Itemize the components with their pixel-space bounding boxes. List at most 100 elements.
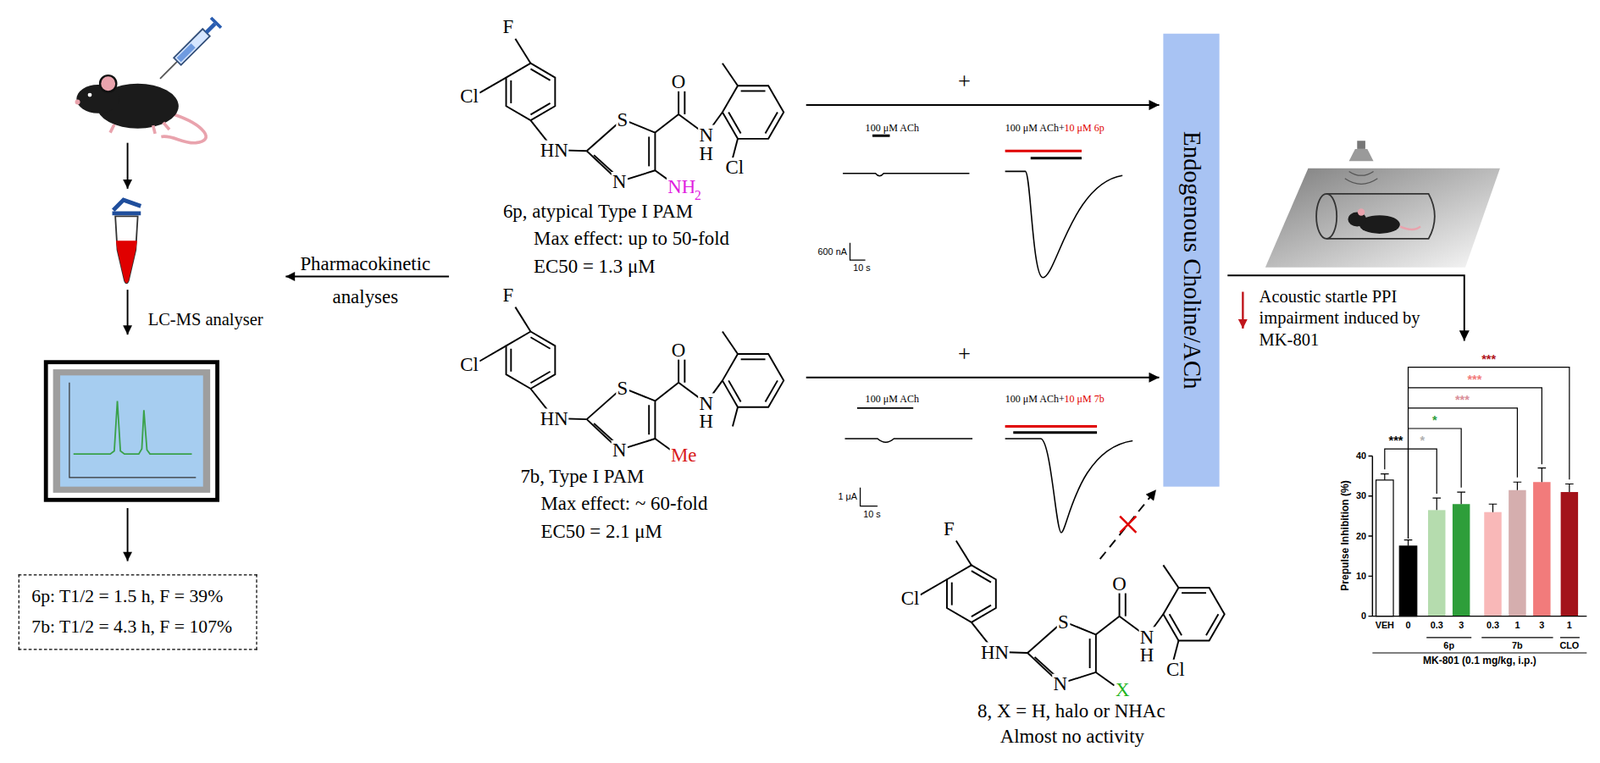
edge-label: + xyxy=(957,341,971,367)
text-label: 600 nA xyxy=(818,246,848,257)
text-label: 7b xyxy=(1511,641,1523,652)
text-label: 20 xyxy=(1356,531,1367,542)
lcms-screen xyxy=(45,362,217,501)
text-label: CLO xyxy=(1559,641,1579,652)
connector-arrow xyxy=(1100,489,1157,560)
atom-label: S xyxy=(1057,611,1070,632)
flow-arrows xyxy=(127,143,449,562)
node-text: EC50 = 2.1 μM xyxy=(541,520,663,543)
atom-label: Cl xyxy=(1165,659,1186,680)
structures xyxy=(479,38,1224,687)
atom-label: S xyxy=(615,110,629,130)
text-label: Prepulse Inhibition (%) xyxy=(1339,480,1351,592)
atom-label: X xyxy=(1114,680,1131,700)
atom-label: F xyxy=(501,285,515,305)
atom-label: N xyxy=(1139,626,1156,647)
text-label: *** xyxy=(1389,434,1404,449)
node-text: EC50 = 1.3 μM xyxy=(533,254,655,277)
atom-label: 2 xyxy=(693,188,703,202)
compound-panel: 8, X = H, halo or NHAcAlmost no activity xyxy=(897,559,1227,753)
node-text: 6p: T1/2 = 1.5 h, F = 39% xyxy=(31,586,223,608)
atom-label: N xyxy=(611,171,628,192)
atom-label: H xyxy=(697,411,715,432)
connector-arrow xyxy=(806,104,1160,106)
text-label: Pharmacokinetic analyses xyxy=(288,248,443,314)
current-traces xyxy=(842,135,1133,533)
text-label: 1 xyxy=(1566,620,1573,631)
text-label: * xyxy=(1432,414,1438,429)
atom-label: NH xyxy=(666,177,697,197)
target-band: Endogenous Choline/ACh xyxy=(1162,33,1219,488)
text-label: 0 xyxy=(1405,620,1411,631)
node-text: 8, X = H, halo or NHAc xyxy=(977,699,1165,722)
text-label: *** xyxy=(1467,373,1482,388)
atom-label: Cl xyxy=(724,157,745,178)
text-label: 100 μM ACh+ xyxy=(1005,393,1065,405)
text-label: * xyxy=(1420,434,1426,449)
text-label: 3 xyxy=(1539,620,1545,631)
text-label: 10 s xyxy=(852,263,870,274)
text-label: 40 xyxy=(1356,450,1367,461)
text-label: 10 μM 6p xyxy=(1064,122,1105,135)
connector-arrow xyxy=(806,376,1160,379)
text-label: LC-MS analyser xyxy=(148,310,264,331)
atom-label: N xyxy=(697,393,715,413)
node-text: Max effect: up to 50-fold xyxy=(533,227,730,250)
text-label: 0.3 xyxy=(1486,620,1500,631)
node-text: 7b, Type I PAM xyxy=(520,465,644,488)
text-label: *** xyxy=(1481,353,1496,368)
mouse-syringe xyxy=(75,16,223,144)
compound-panel: 7b, Type I PAM Max effect: ~ 60-foldEC50 … xyxy=(453,285,807,543)
text-label: 100 μM ACh xyxy=(865,122,920,135)
atom-label: S xyxy=(615,377,629,398)
text-label: 1 xyxy=(1514,620,1520,631)
bar-chart xyxy=(1368,367,1588,654)
node-text: MK-801 (0.1 mg/kg, i.p.) xyxy=(1422,654,1537,667)
atom-label: F xyxy=(501,16,515,37)
atom-label: Me xyxy=(669,445,698,466)
text-label: 30 xyxy=(1356,491,1367,502)
edge-label: Acoustic startle PPI impairment induced … xyxy=(1259,285,1439,351)
startle-apparatus xyxy=(1265,140,1501,267)
edge-label: + xyxy=(957,68,971,95)
atom-label: Cl xyxy=(459,354,480,375)
atom-label: O xyxy=(1111,574,1128,594)
text-label: 3 xyxy=(1458,620,1464,631)
text-label: 100 μM ACh xyxy=(865,393,920,405)
text-label: 6p xyxy=(1443,641,1455,652)
atom-label: N xyxy=(697,125,715,145)
atom-label: H xyxy=(1139,645,1156,665)
text-label: 10 s xyxy=(863,509,881,520)
node-text: Max effect: ~ 60-fold xyxy=(541,492,709,515)
text-label: 0.3 xyxy=(1430,620,1444,631)
text-label: 0 xyxy=(1361,610,1367,621)
text-label: 10 μM 7b xyxy=(1064,393,1105,405)
node-text: Almost no activity xyxy=(1000,725,1145,748)
node-text: 6p, atypical Type I PAM xyxy=(503,199,693,222)
band-label: Endogenous Choline/ACh xyxy=(1177,131,1206,389)
atom-label: H xyxy=(697,143,715,163)
atom-label: O xyxy=(670,71,687,92)
text-label: 10 xyxy=(1356,570,1367,582)
text-label: VEH xyxy=(1375,620,1395,631)
atom-label: N xyxy=(611,440,628,460)
atom-label: O xyxy=(670,340,687,360)
compound-panel: 6p, atypical Type I PAM Max effect: up to… xyxy=(453,0,807,281)
atom-label: F xyxy=(942,519,956,539)
sample-tube xyxy=(112,199,142,283)
atom-label: Cl xyxy=(459,86,480,106)
decrease-arrow xyxy=(1241,292,1244,329)
atom-label: HN xyxy=(538,408,569,428)
atom-label: HN xyxy=(979,642,1010,662)
blocked-mark xyxy=(1119,516,1136,533)
result-box: 6p: T1/2 = 1.5 h, F = 39% 7b: T1/2 = 4.3 … xyxy=(18,574,258,650)
text-label: 1 μA xyxy=(837,491,858,502)
atom-label: HN xyxy=(538,140,569,161)
text-label: *** xyxy=(1455,393,1470,409)
text-label: 100 μM ACh+ xyxy=(1005,122,1065,135)
node-text: 7b: T1/2 = 4.3 h, F = 107% xyxy=(31,616,233,638)
atom-label: Cl xyxy=(900,588,921,609)
atom-label: N xyxy=(1051,674,1069,694)
